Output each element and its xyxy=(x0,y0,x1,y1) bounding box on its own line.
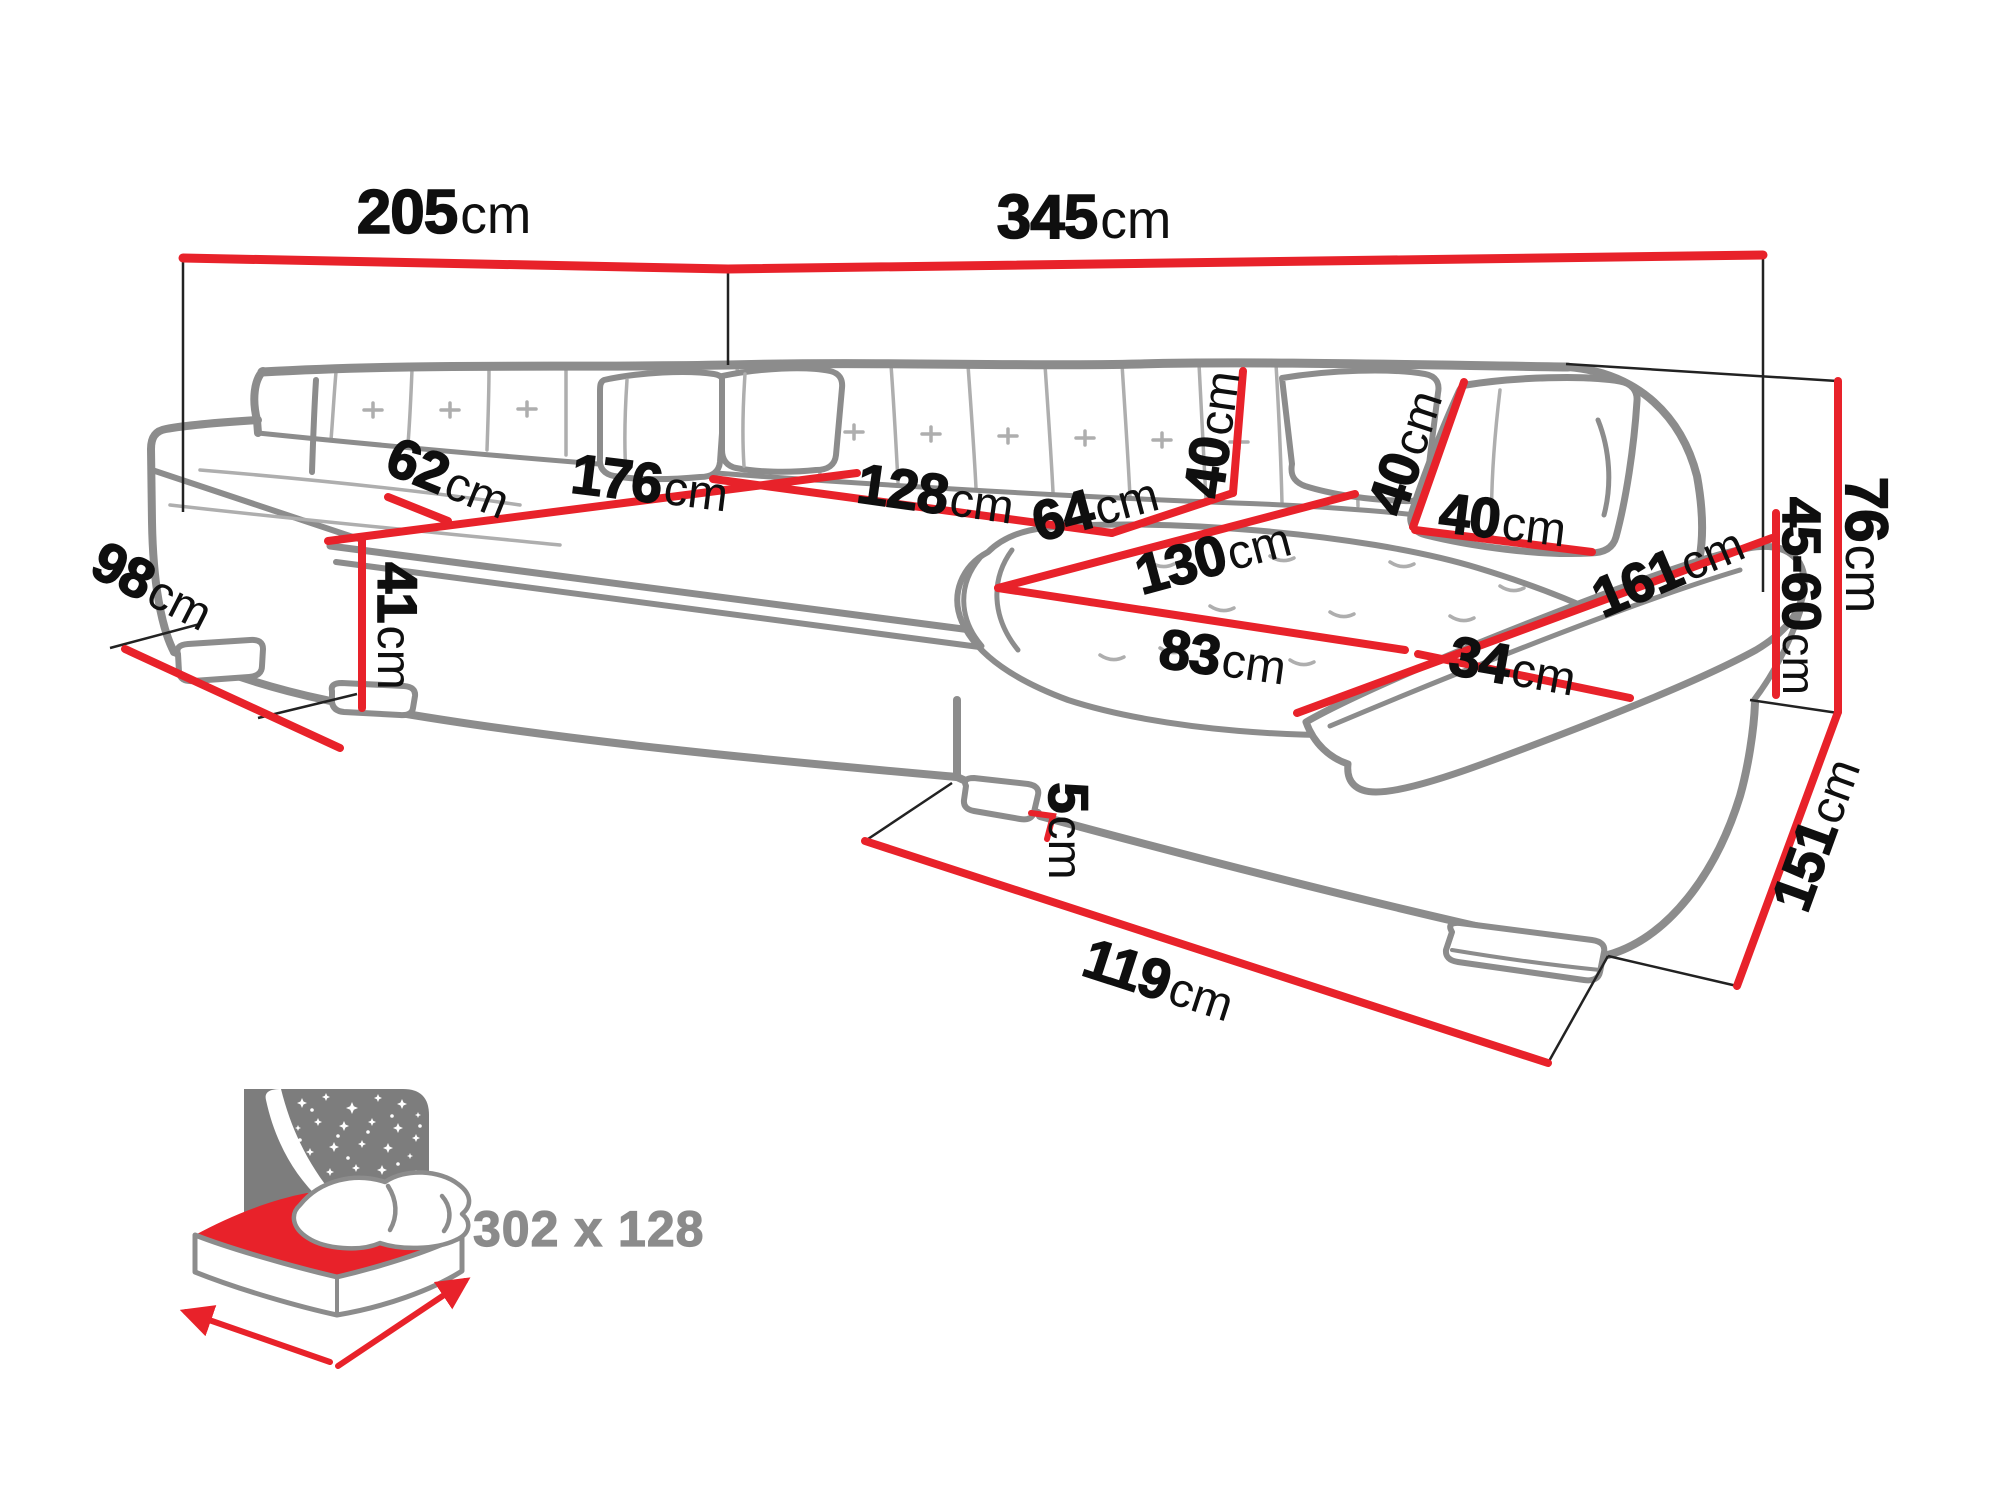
star-icon xyxy=(393,1123,403,1133)
star-icon xyxy=(397,1099,407,1109)
star-icon xyxy=(358,1140,366,1148)
dimension-lines xyxy=(121,250,1842,1067)
seat-back-junction xyxy=(255,430,1465,524)
star-dot-icon xyxy=(366,1130,370,1134)
dimension-line-front-width-right xyxy=(861,837,1552,1067)
star-dot-icon xyxy=(298,1138,302,1142)
extension-lines xyxy=(109,256,1839,1064)
star-icon xyxy=(306,1148,314,1156)
dimension-line-armrest-length xyxy=(1293,534,1776,717)
star-icon xyxy=(314,1118,322,1126)
duvet-icon xyxy=(291,1170,472,1251)
star-dot-icon xyxy=(346,1156,350,1160)
back-pillow xyxy=(1279,367,1442,505)
star-icon xyxy=(352,1164,360,1172)
dimension-line-mid-seat-depth xyxy=(1108,489,1237,537)
dimension-line-mid-section-length xyxy=(709,475,1116,537)
star-icon xyxy=(412,1134,420,1142)
star-icon xyxy=(329,1142,339,1152)
star-icon xyxy=(377,1165,387,1175)
size-arrows-icon xyxy=(179,1277,471,1369)
star-icon xyxy=(415,1112,421,1118)
sofa-foot xyxy=(328,680,419,719)
dimension-line-left-total-depth xyxy=(121,645,344,752)
mattress-side xyxy=(192,1232,465,1318)
star-icon xyxy=(368,1118,376,1126)
star-dot-icon xyxy=(310,1108,314,1112)
dimension-line-chaise-depth xyxy=(994,490,1359,592)
sofa-illustration xyxy=(147,358,1808,984)
sofa-foot xyxy=(960,775,1042,823)
dimension-line-left-wall-width xyxy=(178,253,733,274)
backrest-left-inner-edge xyxy=(309,377,319,475)
dimension-line-foot-height xyxy=(1028,810,1057,842)
star-icon xyxy=(322,1093,330,1101)
dimension-line-right-total-depth xyxy=(1733,708,1842,990)
sleeping-size-label: 302 x 128 xyxy=(472,1200,705,1257)
moon-crescent-icon xyxy=(265,1089,385,1240)
star-dot-icon xyxy=(390,1114,394,1118)
star-icon xyxy=(326,1168,334,1176)
dimension-line-mid-backrest-height xyxy=(1229,367,1247,497)
star-dot-icon xyxy=(396,1162,400,1166)
large-back-pillow xyxy=(1407,374,1641,558)
star-icon xyxy=(346,1102,358,1114)
seat-front-edge xyxy=(326,542,1051,644)
star-icon xyxy=(374,1094,382,1102)
sleeping-function-icon xyxy=(179,1089,472,1369)
star-icon xyxy=(383,1143,393,1153)
dimension-line-pillow-width xyxy=(1411,526,1596,556)
left-armrest xyxy=(147,416,262,656)
dimension-line-armrest-front-width xyxy=(1414,650,1634,702)
star-icon xyxy=(297,1098,307,1108)
dimension-line-chaise-front-width xyxy=(994,584,1409,654)
dimension-line-pillow-height xyxy=(1409,378,1468,531)
star-icon xyxy=(295,1125,301,1131)
backrest-top-edge xyxy=(257,358,1573,377)
dimension-line-right-wall-width xyxy=(723,250,1768,274)
star-dot-icon xyxy=(418,1124,422,1128)
back-pillow xyxy=(596,369,729,483)
star-icon xyxy=(339,1121,349,1131)
dimension-line-left-seat-depth xyxy=(384,493,452,525)
star-dot-icon xyxy=(336,1134,340,1138)
mid-base-bottom-edge xyxy=(362,703,961,781)
back-pillow xyxy=(719,365,846,475)
star-icon xyxy=(407,1153,413,1159)
